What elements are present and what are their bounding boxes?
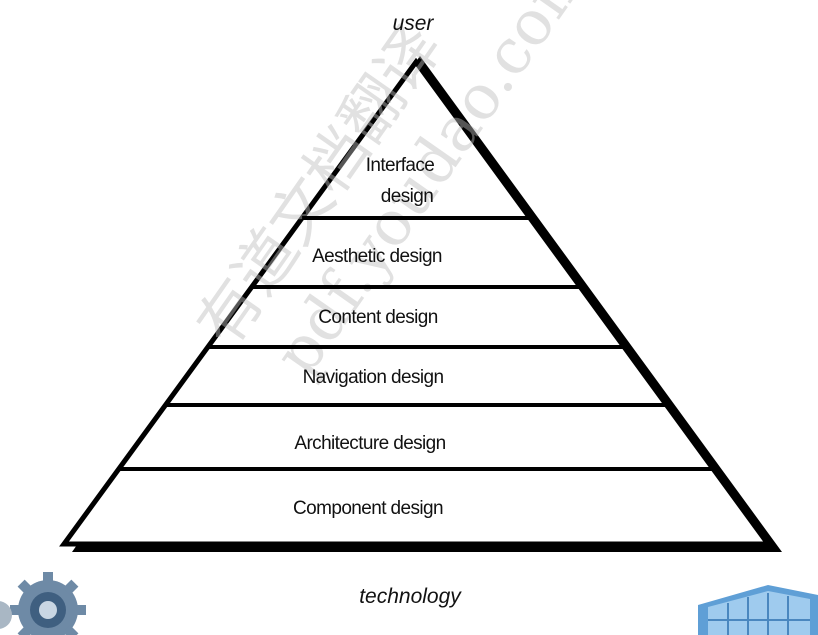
layer-label-content: Content design	[318, 307, 437, 328]
layer-label-interface-2: design	[381, 186, 433, 207]
building-icon	[698, 585, 818, 635]
top-label-user: user	[393, 12, 435, 35]
layer-label-architecture: Architecture design	[294, 433, 445, 454]
layer-label-navigation: Navigation design	[303, 367, 444, 388]
layer-labels: Interface design Aesthetic design Conten…	[293, 155, 446, 519]
layer-label-interface-1: Interface	[366, 155, 435, 176]
layer-dividers	[118, 216, 714, 471]
layer-label-aesthetic: Aesthetic design	[312, 246, 442, 267]
gear-icon	[0, 572, 86, 635]
bottom-label-technology: technology	[359, 585, 462, 608]
pyramid-outline	[59, 57, 773, 547]
layer-label-component: Component design	[293, 498, 443, 519]
